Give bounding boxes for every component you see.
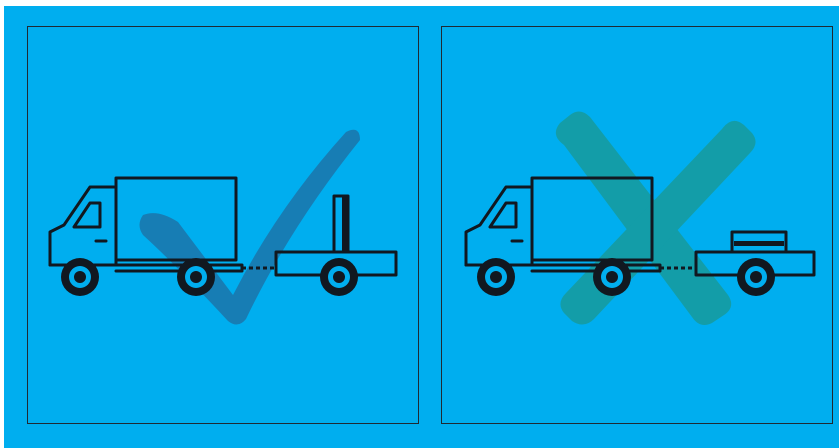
- truck-rear-wheel: [593, 258, 631, 296]
- truck-front-wheel: [477, 258, 515, 296]
- truck-rear-wheel: [177, 258, 215, 296]
- panel-incorrect: [441, 26, 833, 424]
- trailer-wheel: [320, 258, 358, 296]
- cross-icon: [556, 111, 756, 325]
- truck-front-wheel: [61, 258, 99, 296]
- panel-incorrect-drawing: [442, 27, 834, 425]
- checkmark-icon: [140, 130, 361, 325]
- panel-correct-drawing: [28, 27, 420, 425]
- upright-tall-load: [334, 196, 348, 252]
- trailer-wheel: [737, 258, 775, 296]
- panel-correct: [27, 26, 419, 424]
- flat-low-load: [732, 232, 786, 252]
